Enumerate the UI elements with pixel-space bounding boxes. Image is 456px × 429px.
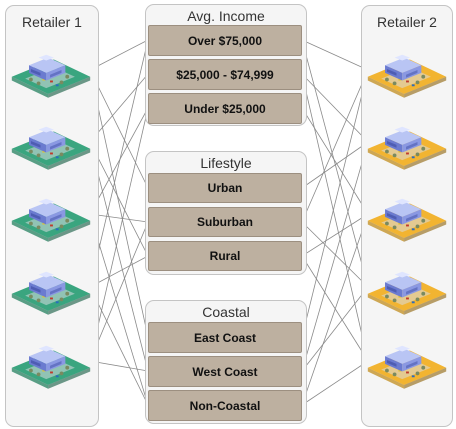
retailer-2-store-3[interactable] [364, 184, 450, 244]
retailer-2-connector [301, 221, 369, 288]
retailer-1-connector [89, 39, 149, 288]
segment-over-75000[interactable]: Over $75,000 [148, 25, 302, 56]
retailer-1-connector [89, 39, 149, 71]
retailer-1-connector [89, 69, 149, 338]
segment-non-coastal[interactable]: Non-Coastal [148, 390, 302, 421]
retailer-1-connector [89, 69, 149, 189]
segment-25000-74999[interactable]: $25,000 - $74,999 [148, 59, 302, 90]
retailer-2-store-2[interactable] [364, 112, 450, 172]
retailer-2-connector [301, 39, 369, 288]
retailer-2-connector [301, 69, 369, 338]
retailer-1-store-1[interactable] [8, 40, 94, 100]
retailer-1-store-2[interactable] [8, 112, 94, 172]
retailer-2-connector [301, 255, 369, 362]
retailer-1-connector [89, 141, 149, 372]
retailer-2-connector [301, 213, 369, 406]
segment-rural[interactable]: Rural [148, 241, 302, 271]
coastal-title: Coastal [202, 304, 250, 320]
retailer-2-connector [301, 73, 369, 143]
retailer-2-title: Retailer 2 [377, 14, 437, 30]
segment-east-coast[interactable]: East Coast [148, 322, 302, 353]
retailer-1-store-5[interactable] [8, 331, 94, 391]
retailer-2-connector [301, 39, 369, 71]
retailer-1-connector [89, 255, 149, 288]
retailer-1-store-4[interactable] [8, 257, 94, 317]
segment-under-25000[interactable]: Under $25,000 [148, 93, 302, 124]
retailer-2-store-4[interactable] [364, 257, 450, 317]
retailer-2-store-1[interactable] [364, 40, 450, 100]
retailer-1-connector [89, 286, 149, 406]
retailer-2-connector [301, 213, 369, 257]
retailer-2-connector [301, 141, 369, 372]
retailer-1-connector [89, 213, 149, 223]
retailer-2-connector [301, 360, 369, 406]
segment-urban[interactable]: Urban [148, 173, 302, 203]
retailer-1-connector [89, 107, 149, 362]
retailer-1-title: Retailer 1 [22, 14, 82, 30]
retailer-2-store-5[interactable] [364, 331, 450, 391]
segment-west-coast[interactable]: West Coast [148, 356, 302, 387]
retailer-1-connector [89, 141, 149, 257]
retailer-1-connector [89, 107, 149, 215]
segment-suburban[interactable]: Suburban [148, 207, 302, 237]
retailer-1-connector [89, 360, 149, 372]
avg-income-title: Avg. Income [187, 8, 265, 24]
retailer-1-connector [89, 73, 149, 143]
retailer-2-connector [301, 73, 369, 362]
retailer-2-connector [301, 69, 369, 223]
lifestyle-title: Lifestyle [200, 155, 252, 171]
retailer-2-connector [301, 107, 369, 215]
retailer-1-store-3[interactable] [8, 184, 94, 244]
retailer-1-connector [89, 221, 149, 362]
retailer-2-connector [301, 286, 369, 372]
